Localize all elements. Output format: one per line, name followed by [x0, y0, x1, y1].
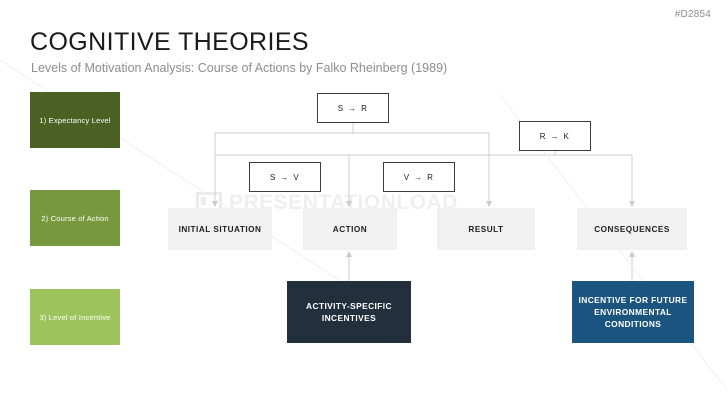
relation-box-label: V → R [403, 172, 435, 182]
relation-box-label: S → V [269, 172, 301, 182]
stage-box-initial-situation[interactable]: INITIAL SITUATION [168, 208, 272, 250]
stage-box-label: RESULT [468, 224, 504, 234]
stage-box-label: CONSEQUENCES [594, 224, 670, 234]
relation-box-r-k[interactable]: R → K [519, 121, 591, 151]
outcome-box-label: INCENTIVE FOR FUTURE ENVIRONMENTAL CONDI… [578, 295, 688, 329]
legend-item-label: 1) Expectancy Level [39, 115, 111, 125]
relation-box-s-v[interactable]: S → V [249, 162, 321, 192]
slide-code: #D2854 [674, 9, 711, 20]
relation-box-s-r[interactable]: S → R [317, 93, 389, 123]
stage-box-label: ACTION [332, 224, 368, 234]
legend-item-course-of-action[interactable]: 2) Course of Action [30, 190, 120, 246]
outcome-box-incentive-future-environmental-conditions[interactable]: INCENTIVE FOR FUTURE ENVIRONMENTAL CONDI… [572, 281, 694, 343]
relation-box-label: R → K [539, 131, 571, 141]
legend-item-label: 2) Course of Action [41, 213, 109, 223]
stage-box-label: INITIAL SITUATION [178, 224, 262, 234]
outcome-box-label: ACTIVITY-SPECIFIC INCENTIVES [306, 301, 392, 323]
outcome-box-activity-specific-incentives[interactable]: ACTIVITY-SPECIFIC INCENTIVES [287, 281, 411, 343]
legend-item-level-of-incentive[interactable]: 3) Level of Incentive [30, 289, 120, 345]
legend-item-expectancy-level[interactable]: 1) Expectancy Level [30, 92, 120, 148]
stage-box-consequences[interactable]: CONSEQUENCES [577, 208, 687, 250]
legend-item-label: 3) Level of Incentive [39, 312, 111, 322]
stage-box-result[interactable]: RESULT [437, 208, 535, 250]
relation-box-label: S → R [337, 103, 369, 113]
stage-box-action[interactable]: ACTION [303, 208, 397, 250]
relation-box-v-r[interactable]: V → R [383, 162, 455, 192]
page-subtitle: Levels of Motivation Analysis: Course of… [31, 61, 448, 75]
page-title: COGNITIVE THEORIES [30, 28, 310, 56]
